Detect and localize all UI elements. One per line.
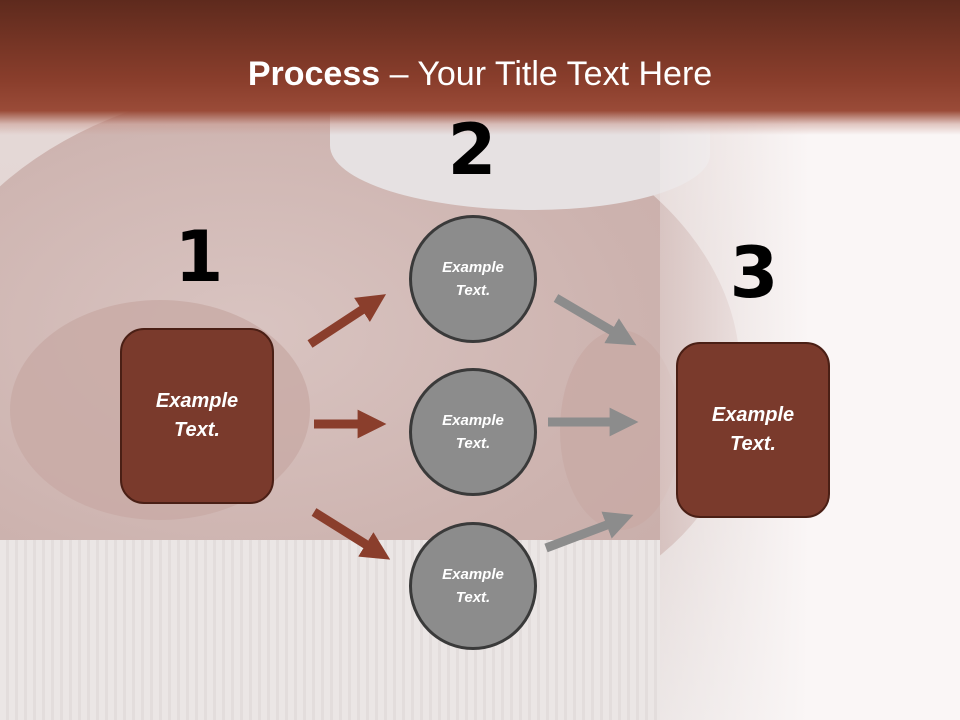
title-rest: – Your Title Text Here [380, 55, 713, 93]
circle-top: Example Text. [409, 215, 537, 343]
arrow-to-circle-bottom [311, 508, 391, 560]
circle-bottom-text: Example Text. [442, 566, 504, 606]
background-pants [0, 540, 660, 720]
arrow-from-circle-bottom [544, 511, 634, 553]
circle-bottom: Example Text. [409, 522, 537, 650]
slide-title: Process – Your Title Text Here [0, 52, 960, 96]
left-box: Example Text. [120, 328, 274, 504]
title-bold: Process [247, 55, 381, 93]
arrow-from-circle-top [553, 294, 637, 346]
step-number-3: 3 [729, 232, 779, 314]
right-box: Example Text. [676, 342, 830, 518]
circle-middle: Example Text. [409, 368, 537, 496]
step-number-1: 1 [174, 216, 224, 298]
circle-top-text: Example Text. [442, 259, 504, 299]
right-box-text: Example Text. [711, 404, 795, 455]
step-number-2: 2 [447, 109, 497, 191]
left-box-text: Example Text. [155, 390, 239, 441]
arrow-to-circle-top [307, 294, 387, 348]
circle-middle-text: Example Text. [442, 412, 504, 452]
title-bar [0, 0, 960, 135]
